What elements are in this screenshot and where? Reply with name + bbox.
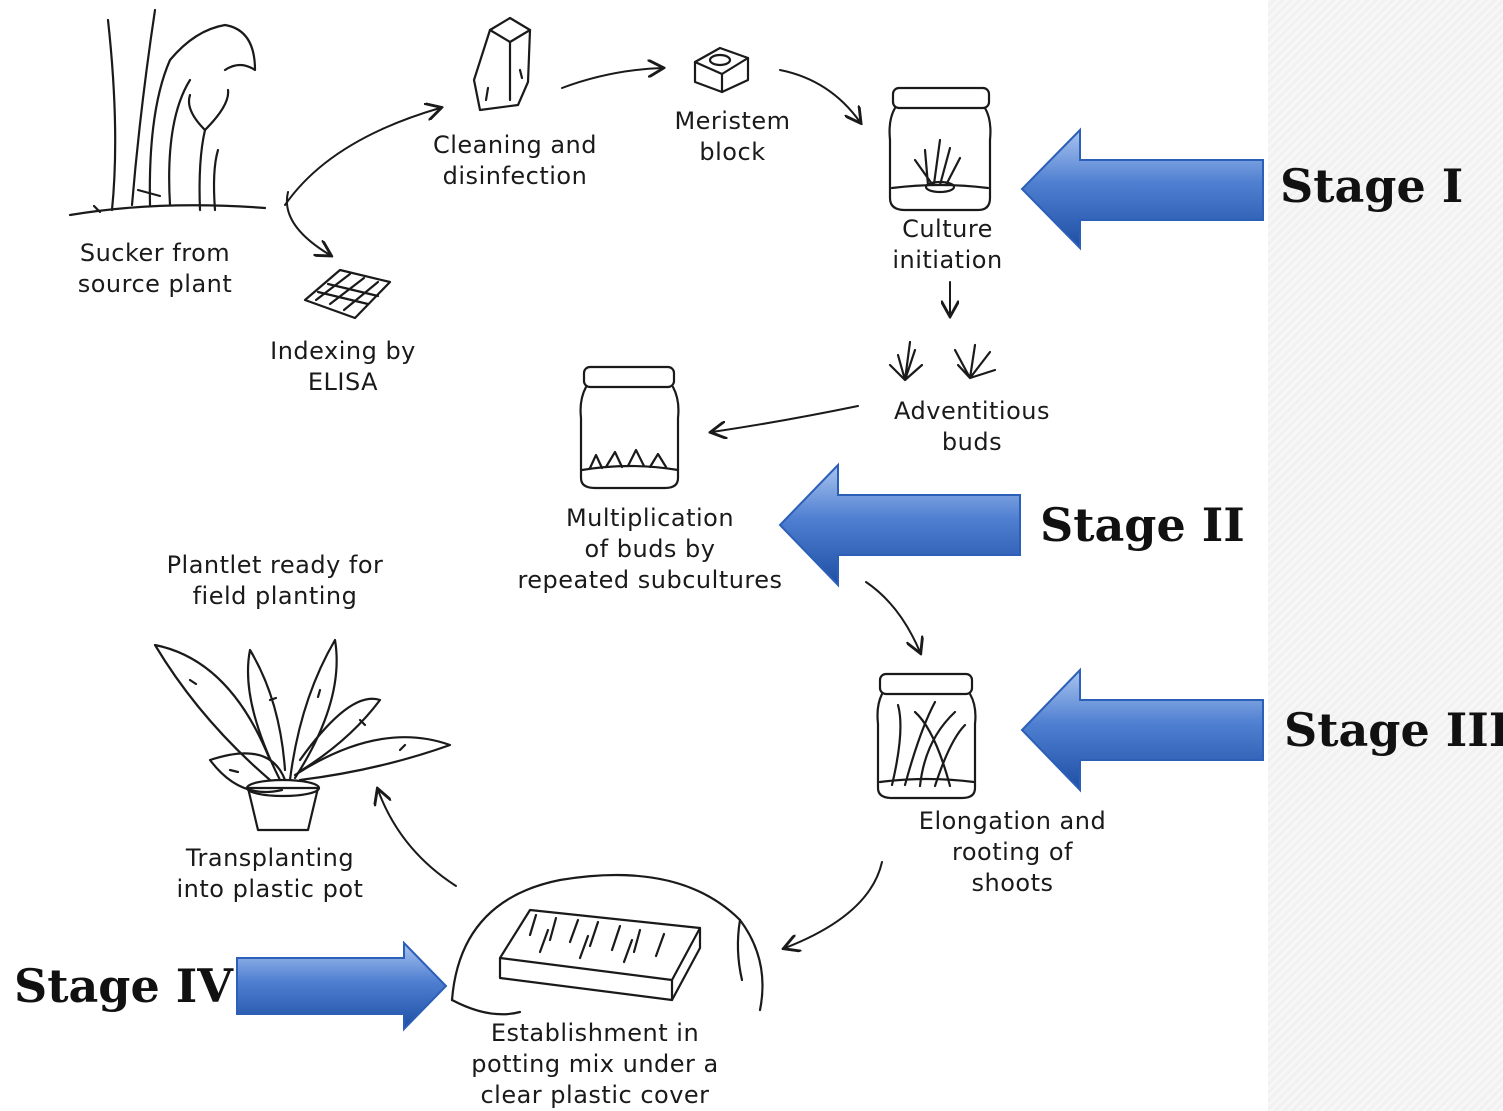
plastic-cover-tray-illustration xyxy=(450,873,764,1016)
flow-arrow-to-transplanting xyxy=(378,790,457,887)
caption-transplanting: Transplanting into plastic pot xyxy=(176,844,364,903)
multiplication-jar-illustration xyxy=(579,365,680,490)
flow-arrow-to-meristem xyxy=(561,68,662,89)
culture-jar-illustration xyxy=(888,86,992,212)
potted-plantlet-illustration xyxy=(153,638,452,832)
stage-4-label: Stage IV xyxy=(14,959,233,1013)
stage-2-label: Stage II xyxy=(1040,498,1245,552)
meristem-block-illustration xyxy=(693,46,750,94)
caption-elongation: Elongation and rooting of shoots xyxy=(918,807,1107,897)
flow-arrow-to-elongation xyxy=(865,581,920,652)
flow-arrow-to-cleaning xyxy=(284,108,440,206)
caption-establishment: Establishment in potting mix under a cle… xyxy=(471,1019,719,1109)
stage-3-label: Stage III xyxy=(1284,703,1503,757)
caption-adventitious: Adventitious buds xyxy=(894,397,1050,456)
stage-1-arrow xyxy=(1020,127,1264,251)
caption-culture: Culture initiation xyxy=(892,215,1003,274)
flow-arrow-to-indexing xyxy=(285,191,330,255)
flow-arrow-to-establishment xyxy=(785,861,883,948)
caption-sucker: Sucker from source plant xyxy=(77,239,233,298)
elisa-plate-illustration xyxy=(303,268,392,320)
flow-arrow-to-multiplication xyxy=(712,405,859,432)
flow-arrow-to-culture xyxy=(779,69,860,122)
stage-1-label: Stage I xyxy=(1280,159,1464,213)
caption-plantlet: Plantlet ready for field planting xyxy=(166,551,384,610)
caption-meristem: Meristem block xyxy=(674,107,791,166)
flow-arrows xyxy=(284,68,950,948)
stage-3-arrow xyxy=(1020,667,1264,793)
caption-indexing: Indexing by ELISA xyxy=(270,337,416,396)
cleaning-block-illustration xyxy=(472,16,532,112)
adventitious-buds-illustration xyxy=(888,340,997,382)
elongation-jar-illustration xyxy=(876,672,977,800)
caption-cleaning: Cleaning and disinfection xyxy=(432,131,597,190)
side-texture-strip xyxy=(1268,0,1503,1111)
stage-2-arrow xyxy=(778,462,1021,588)
stage-4-arrow xyxy=(236,940,448,1032)
caption-multiplication: Multiplication of buds by repeated subcu… xyxy=(517,504,783,594)
sucker-plant-illustration xyxy=(68,8,267,217)
